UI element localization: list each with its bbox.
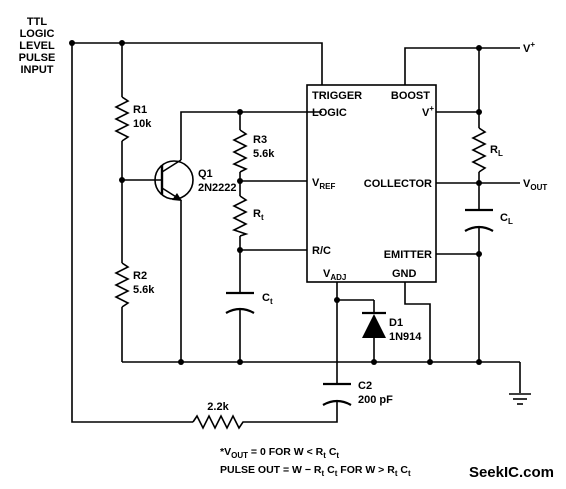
resistor-r1	[114, 96, 130, 142]
wire-vadj	[336, 282, 374, 301]
d1-name: D1	[389, 317, 403, 329]
ic-pin-boost: BOOST	[391, 90, 430, 102]
r-feedback-value: 2.2k	[207, 401, 229, 413]
wires	[71, 42, 521, 423]
watermark: SeekIC.com	[469, 464, 554, 481]
ic-pin-rc: R/C	[312, 245, 331, 257]
rl-name: RL	[490, 144, 503, 158]
ic-pin-logic: LOGIC	[312, 107, 347, 119]
note-line1: *VOUT = 0 FOR W < Rt Ct	[220, 446, 339, 460]
ground-icon	[509, 393, 531, 405]
ic-pin-emitter: EMITTER	[384, 249, 432, 261]
wire-feedback-right	[247, 402, 338, 423]
c2-name: C2	[358, 380, 372, 392]
r2-name: R2	[133, 270, 147, 282]
r1-name: R1	[133, 104, 147, 116]
ic-body	[306, 84, 437, 283]
ic-pin-vadj: VADJ	[323, 268, 346, 282]
ic-pin-collector: COLLECTOR	[364, 178, 432, 190]
input-label-line1: TTL	[27, 16, 47, 28]
q1-name: Q1	[198, 168, 213, 180]
output-terminal-label: VOUT	[523, 178, 547, 192]
wire-feedback-left	[71, 43, 193, 423]
capacitor-ct	[225, 291, 255, 314]
diode-d1	[362, 311, 386, 338]
q1-emitter-arrow	[172, 193, 182, 201]
transistor-q1	[154, 151, 194, 208]
ct-name: Ct	[262, 292, 273, 306]
input-label-line2: LOGIC	[20, 28, 55, 40]
resistor-r2	[114, 262, 130, 308]
rt-name: Rt	[253, 208, 264, 222]
cl-name: CL	[500, 212, 513, 226]
resistor-feedback	[192, 414, 247, 430]
input-label: TTL LOGIC LEVEL PULSE INPUT	[19, 16, 56, 76]
r3-value: 5.6k	[253, 148, 275, 160]
input-label-line5: INPUT	[21, 64, 54, 76]
supply-terminal-label: V+	[523, 40, 535, 55]
capacitor-c2	[322, 382, 352, 406]
junction-dots	[69, 40, 482, 365]
wire-trigger	[72, 42, 323, 85]
input-label-line4: PULSE	[19, 52, 56, 64]
ic-pin-gnd: GND	[392, 268, 417, 280]
ic-pin-vref: VREF	[312, 177, 335, 191]
resistor-r3	[232, 129, 248, 173]
note-line2: PULSE OUT = W − Rt Ct FOR W > Rt Ct	[220, 464, 411, 478]
r3-name: R3	[253, 134, 267, 146]
ic-pin-vplus: V+	[422, 104, 434, 119]
resistor-rt	[231, 195, 249, 237]
q1-part: 2N2222	[198, 182, 237, 194]
r1-value: 10k	[133, 118, 152, 130]
input-label-line3: LEVEL	[19, 40, 55, 52]
ic-pin-trigger: TRIGGER	[312, 90, 362, 102]
q1-collector-lead	[161, 159, 182, 173]
wire-gnd-pin	[404, 282, 431, 362]
d1-part: 1N914	[389, 331, 422, 343]
r2-value: 5.6k	[133, 284, 155, 296]
wire-boost	[404, 47, 520, 85]
ic-pin-labels: TRIGGER LOGIC VREF R/C VADJ BOOST V+ COL…	[312, 90, 434, 282]
c2-value: 200 pF	[358, 394, 393, 406]
wire-q1-collector	[180, 111, 322, 151]
resistor-rl	[471, 127, 487, 173]
capacitor-cl	[464, 208, 494, 232]
